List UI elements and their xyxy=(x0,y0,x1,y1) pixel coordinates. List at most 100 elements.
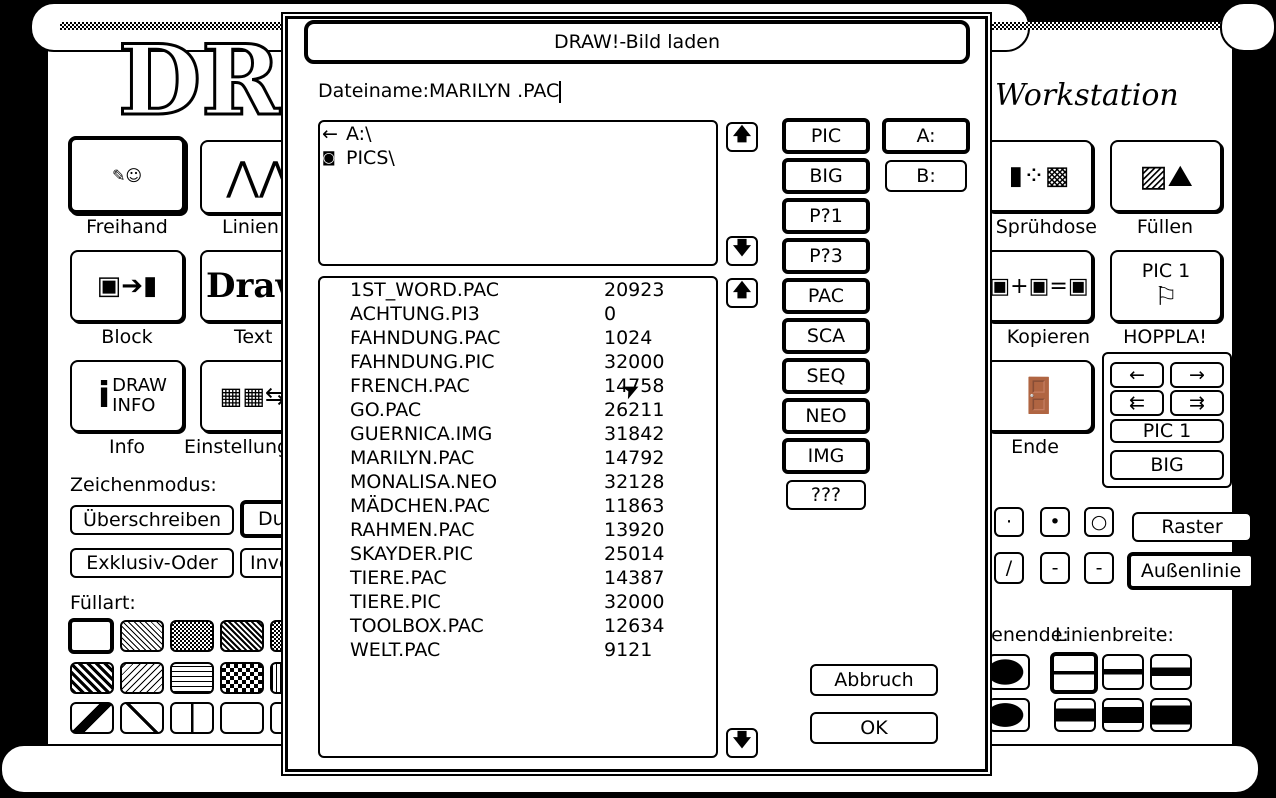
tool-label: Einstellungen xyxy=(184,436,313,458)
line-width-2-button[interactable] xyxy=(1102,654,1144,690)
text-cursor xyxy=(559,80,562,103)
tool-label: HOPPLA! xyxy=(1123,326,1207,348)
tool-label: Text xyxy=(234,326,273,348)
pattern-swatch[interactable] xyxy=(120,620,164,652)
file-name: GO.PAC xyxy=(350,399,422,421)
file-size: 0 xyxy=(604,303,617,325)
cancel-button[interactable]: Abbruch xyxy=(810,664,938,696)
line-style-button[interactable]: - xyxy=(1084,552,1114,584)
exit-door-icon: 🚪 xyxy=(1013,376,1065,416)
line-width-5-button[interactable] xyxy=(1102,698,1144,732)
pattern-swatch[interactable] xyxy=(170,702,214,734)
dir-scroll-down-arrow-icon[interactable]: 🡇 xyxy=(726,236,758,266)
pattern-swatch[interactable] xyxy=(220,662,264,694)
mode-ueberschreiben-button[interactable]: Überschreiben xyxy=(70,505,234,535)
tool-label: Kopieren xyxy=(1006,326,1090,348)
workstation-title: Workstation xyxy=(995,78,1179,113)
line-width-6-button[interactable] xyxy=(1150,698,1192,732)
dir-name: A:\ xyxy=(346,123,372,145)
pattern-swatch[interactable] xyxy=(70,662,114,694)
first-picture-button[interactable]: ⇇ xyxy=(1110,390,1164,416)
file-name: MONALISA.NEO xyxy=(350,471,498,493)
info-icon: i xyxy=(97,375,111,416)
tool-spruehdose[interactable]: ▮⁘▩ xyxy=(985,140,1093,212)
aussenlinie-button[interactable]: Außenlinie xyxy=(1127,552,1255,590)
file-name: RAHMEN.PAC xyxy=(350,519,475,541)
filename-input[interactable]: MARILYN .PAC xyxy=(428,80,560,102)
ok-button[interactable]: OK xyxy=(810,712,938,744)
extension-filter-button[interactable]: SCA xyxy=(782,318,870,354)
tool-hoppla[interactable]: PIC 1⚐ xyxy=(1110,250,1222,322)
file-size: 20923 xyxy=(604,279,665,301)
drive-b-button[interactable]: B: xyxy=(885,160,967,192)
pic-slot-button[interactable]: PIC 1 xyxy=(1110,419,1224,443)
tool-freihand[interactable]: ✎☺ xyxy=(68,136,186,214)
pattern-swatch[interactable] xyxy=(170,620,214,652)
line-width-3-button[interactable] xyxy=(1150,654,1192,690)
file-name: TIERE.PIC xyxy=(350,591,441,613)
lines-icon: ⋀⋀ xyxy=(226,154,292,200)
extension-filter-button[interactable]: BIG xyxy=(782,158,870,194)
tool-label: Linien xyxy=(222,216,279,238)
drive-a-button[interactable]: A: xyxy=(882,118,970,154)
big-button[interactable]: BIG xyxy=(1110,450,1224,480)
next-picture-button[interactable]: → xyxy=(1170,362,1224,388)
line-style-button[interactable]: - xyxy=(1040,552,1070,584)
extension-filter-button[interactable]: IMG xyxy=(782,438,870,474)
mode-exklusiv-oder-button[interactable]: Exklusiv-Oder xyxy=(70,548,234,578)
extension-filter-button[interactable]: SEQ xyxy=(782,358,870,394)
file-size: 26211 xyxy=(604,399,665,421)
file-size: 1024 xyxy=(604,327,653,349)
info-glyph: DRAW INFO xyxy=(112,375,167,416)
tool-label: Block xyxy=(101,326,153,348)
tool-kopieren[interactable]: ▣+▣=▣ xyxy=(985,250,1093,322)
pattern-swatch[interactable] xyxy=(120,662,164,694)
raster-button[interactable]: Raster xyxy=(1132,512,1252,542)
block-icon: ▣➔▮ xyxy=(96,271,158,301)
point-circle-button[interactable]: ○ xyxy=(1084,507,1114,537)
dir-scroll-up-arrow-icon[interactable]: 🡅 xyxy=(726,122,758,152)
spray-can-icon: ▮⁘▩ xyxy=(1008,161,1070,191)
pattern-swatch[interactable] xyxy=(120,702,164,734)
extension-filter-button[interactable]: NEO xyxy=(782,398,870,434)
extension-filter-button[interactable]: P?1 xyxy=(782,198,870,234)
pattern-swatch[interactable] xyxy=(220,702,264,734)
file-scroll-down-arrow-icon[interactable]: 🡇 xyxy=(726,728,758,758)
fill-bucket-icon: ▨⛰ xyxy=(1139,158,1193,194)
tool-fuellen[interactable]: ▨⛰ xyxy=(1110,140,1222,212)
line-width-4-button[interactable] xyxy=(1054,698,1096,732)
line-width-1-button[interactable] xyxy=(1050,652,1098,694)
extension-filter-button[interactable]: P?3 xyxy=(782,238,870,274)
pattern-swatch[interactable] xyxy=(220,620,264,652)
pattern-swatch[interactable] xyxy=(68,618,114,654)
file-size: 14758 xyxy=(604,375,665,397)
extension-filter-button[interactable]: PAC xyxy=(782,278,870,314)
file-size: 31842 xyxy=(604,423,665,445)
line-end-round-button[interactable] xyxy=(988,698,1030,732)
file-scroll-up-arrow-icon[interactable]: 🡅 xyxy=(726,278,758,308)
tool-block[interactable]: ▣➔▮ xyxy=(70,250,184,322)
filename-field[interactable]: Dateiname:MARILYN .PAC xyxy=(318,80,562,103)
last-picture-button[interactable]: ⇉ xyxy=(1170,390,1224,416)
file-name: SKAYDER.PIC xyxy=(350,543,473,565)
tool-ende[interactable]: 🚪 xyxy=(985,360,1093,432)
file-size: 13920 xyxy=(604,519,665,541)
point-medium-button[interactable]: • xyxy=(1040,507,1070,537)
line-style-button[interactable]: / xyxy=(994,552,1024,584)
file-name: MÄDCHEN.PAC xyxy=(350,495,491,517)
pattern-swatch[interactable] xyxy=(70,702,114,734)
draw-logo: DRAW! xyxy=(117,30,503,131)
file-size: 11863 xyxy=(604,495,665,517)
pattern-swatch[interactable] xyxy=(170,662,214,694)
extension-filter-button[interactable]: ??? xyxy=(786,480,866,510)
line-end-round-button[interactable] xyxy=(988,654,1030,690)
file-size: 32000 xyxy=(604,351,665,373)
dialog-title: DRAW!-Bild laden xyxy=(304,20,970,64)
zeichenmodus-label: Zeichenmodus: xyxy=(70,474,217,496)
dir-name: PICS\ xyxy=(346,147,395,169)
extension-filter-button[interactable]: PIC xyxy=(782,118,870,154)
point-small-button[interactable]: · xyxy=(994,507,1024,537)
prev-picture-button[interactable]: ← xyxy=(1110,362,1164,388)
file-name: FAHNDUNG.PIC xyxy=(350,351,495,373)
